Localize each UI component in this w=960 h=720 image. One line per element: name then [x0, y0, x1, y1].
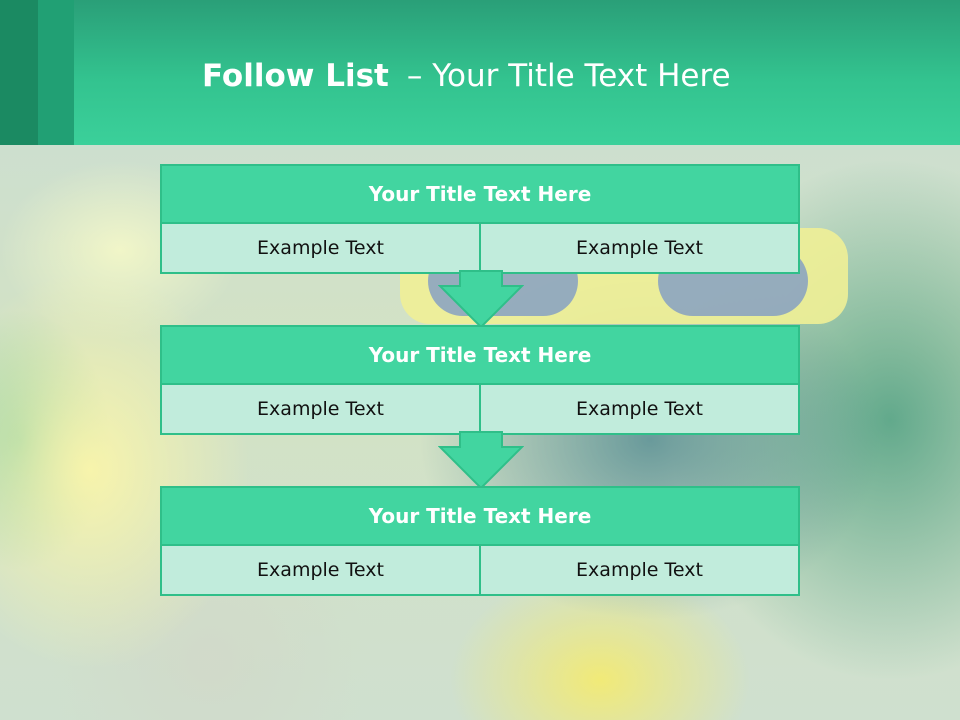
slide-title-rest: – Your Title Text Here: [406, 58, 731, 94]
block-cell-left: Example Text: [162, 224, 479, 272]
list-block-3: Your Title Text Here Example Text Exampl…: [160, 486, 800, 596]
list-block-2: Your Title Text Here Example Text Exampl…: [160, 325, 800, 435]
block-title: Your Title Text Here: [162, 166, 798, 224]
down-arrow-icon: [438, 431, 524, 489]
block-cell-right: Example Text: [479, 546, 798, 594]
slide-title: Follow List – Your Title Text Here: [202, 54, 731, 98]
block-cell-right: Example Text: [479, 224, 798, 272]
block-title: Your Title Text Here: [162, 488, 798, 546]
block-cell-left: Example Text: [162, 385, 479, 433]
block-row: Example Text Example Text: [162, 224, 798, 272]
slide-title-bold: Follow List: [202, 58, 389, 94]
block-row: Example Text Example Text: [162, 546, 798, 594]
accent-strip-mid: [38, 0, 74, 145]
title-bar: Follow List – Your Title Text Here: [0, 0, 960, 145]
block-cell-left: Example Text: [162, 546, 479, 594]
block-cell-right: Example Text: [479, 385, 798, 433]
list-block-1: Your Title Text Here Example Text Exampl…: [160, 164, 800, 274]
block-title: Your Title Text Here: [162, 327, 798, 385]
block-row: Example Text Example Text: [162, 385, 798, 433]
accent-strip-dark: [0, 0, 38, 145]
down-arrow-icon: [438, 270, 524, 328]
